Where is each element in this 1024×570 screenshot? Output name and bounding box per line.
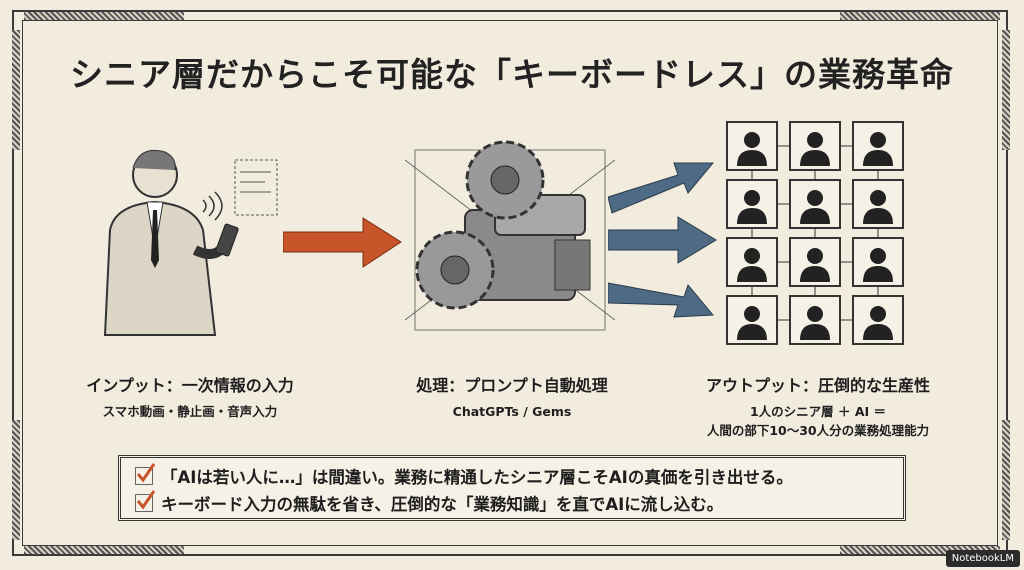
person-icon: [789, 295, 841, 345]
person-icon: [789, 121, 841, 171]
section-detail: ChatGPTs / Gems: [452, 404, 572, 419]
key-points-box: 「AIは若い人に…」は間違い。業務に精通したシニア層こそAIの真価を引き出せる。…: [118, 455, 906, 521]
section-output: アウトプット：圧倒的な生産性 1人のシニア層 ＋ AI ＝ 人間の部下10〜30…: [668, 372, 968, 440]
corner-hatch: [12, 420, 20, 540]
section-input: インプット：一次情報の入力 スマホ動画・静止画・音声入力: [40, 372, 340, 421]
section-detail: 人間の部下10〜30人分の業務処理能力: [706, 423, 930, 438]
businessman-illustration: [103, 149, 278, 336]
corner-hatch: [1002, 30, 1010, 150]
section-heading: インプット：一次情報の入力: [86, 376, 294, 395]
outer-frame: [12, 10, 1008, 556]
blue-arrow-up: [608, 162, 715, 214]
person-icon: [852, 237, 904, 287]
person-icon: [789, 179, 841, 229]
checkmark-icon: [135, 462, 156, 485]
person-icon: [852, 179, 904, 229]
person-icon: [852, 295, 904, 345]
notebooklm-badge: NotebookLM: [945, 550, 1020, 567]
section-detail: スマホ動画・静止画・音声入力: [102, 404, 278, 419]
corner-hatch: [840, 546, 1000, 554]
corner-hatch: [24, 546, 184, 554]
blue-arrow-mid: [608, 216, 717, 264]
person-icon: [852, 121, 904, 171]
person-icon: [726, 121, 778, 171]
corner-hatch: [12, 30, 20, 150]
checklist-text: キーボード入力の無駄を省き、圧倒的な「業務知識」を直でAIに流し込む。: [161, 494, 724, 514]
engine-gears-illustration: [405, 140, 615, 331]
person-icon: [726, 295, 778, 345]
page-title: シニア層だからこそ可能な「キーボードレス」の業務革命: [70, 55, 954, 94]
person-icon: [789, 237, 841, 287]
section-process: 処理：プロンプト自動処理 ChatGPTs / Gems: [362, 372, 662, 421]
blue-arrow-down: [608, 282, 715, 318]
section-heading: アウトプット：圧倒的な生産性: [705, 376, 930, 395]
person-icon: [726, 179, 778, 229]
inner-frame: [22, 20, 998, 546]
checklist-text: 「AIは若い人に…」は間違い。業務に精通したシニア層こそAIの真価を引き出せる。: [161, 467, 793, 487]
person-icon: [726, 237, 778, 287]
checklist-item: 「AIは若い人に…」は間違い。業務に精通したシニア層こそAIの真価を引き出せる。: [135, 462, 889, 489]
corner-hatch: [24, 12, 184, 20]
checkmark-icon: [135, 489, 156, 512]
section-heading: 処理：プロンプト自動処理: [416, 376, 608, 395]
orange-arrow: [283, 217, 402, 268]
blue-arrows: [608, 162, 717, 318]
checklist-item: キーボード入力の無駄を省き、圧倒的な「業務知識」を直でAIに流し込む。: [135, 489, 889, 516]
team-grid-illustration: [726, 121, 904, 345]
corner-hatch: [840, 12, 1000, 20]
section-detail: 1人のシニア層 ＋ AI ＝: [749, 404, 887, 419]
corner-hatch: [1002, 420, 1010, 540]
